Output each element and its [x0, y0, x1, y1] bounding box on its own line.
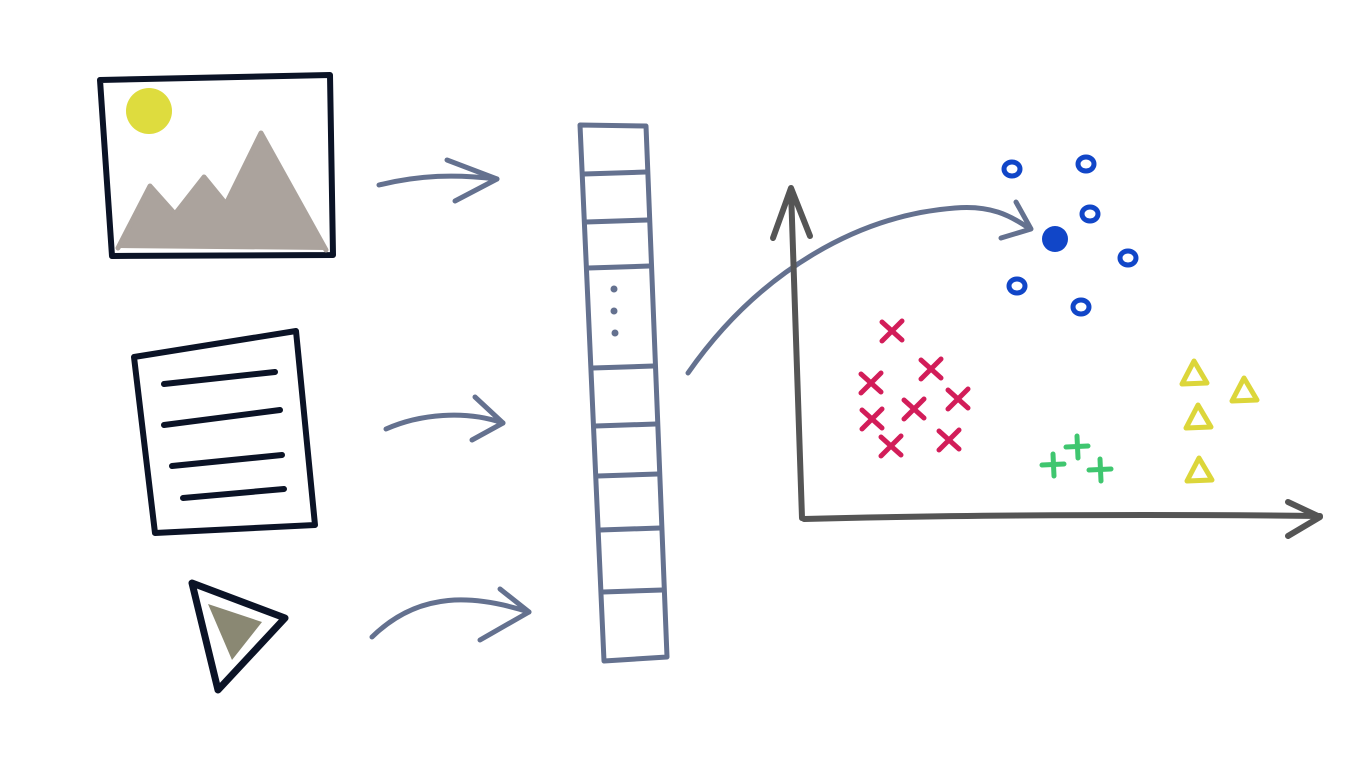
- triangle-marker: [1229, 375, 1260, 404]
- x-axis: [801, 512, 1323, 522]
- document-page: [131, 328, 318, 536]
- vector-cell-divider: [590, 363, 657, 371]
- triangle-marker: [1183, 402, 1214, 431]
- cross-marker: [901, 396, 927, 422]
- plus-marker: [1086, 456, 1114, 484]
- play-icon: [188, 579, 289, 694]
- document-icon: [131, 328, 318, 536]
- y-axis: [788, 187, 805, 521]
- triangle-marker: [1179, 358, 1210, 387]
- cross-cluster: [858, 318, 971, 459]
- cross-marker: [936, 427, 962, 453]
- cross-marker: [918, 356, 944, 382]
- vector-cell-divider: [585, 263, 653, 271]
- plus-cluster: [1039, 433, 1114, 484]
- play-triangle: [188, 579, 289, 694]
- input-arrows: [369, 157, 532, 643]
- clip-fill: [208, 604, 262, 660]
- embedding-vector: [577, 122, 670, 664]
- projection-arrow: [685, 199, 1034, 376]
- vector-cell-divider: [600, 587, 665, 595]
- cross-marker: [859, 406, 885, 432]
- cross-marker: [879, 318, 905, 344]
- circle-cluster: [1001, 154, 1139, 317]
- projection-curve: [685, 204, 1033, 376]
- vector-outline: [577, 122, 670, 664]
- image-icon: [97, 72, 336, 259]
- text-line: [161, 407, 283, 428]
- arrow-icon: [383, 394, 506, 443]
- vector-cell-divider: [581, 169, 649, 177]
- cross-marker: [945, 386, 971, 412]
- vector-cell-divider: [595, 471, 661, 479]
- vector-cell-divider: [597, 525, 663, 533]
- text-line: [169, 452, 285, 469]
- vector-cell-divider: [592, 421, 659, 429]
- arrow-icon: [376, 157, 500, 204]
- circle-marker: [1001, 159, 1023, 179]
- vector-cell-divider: [583, 217, 651, 225]
- x-axis-arrowhead: [1285, 499, 1323, 539]
- image-frame: [97, 72, 336, 259]
- triangle-cluster: [1179, 358, 1260, 484]
- triangle-marker: [1184, 455, 1215, 484]
- ellipsis-icon: [610, 285, 619, 337]
- cluster-center-marker: [1042, 226, 1068, 252]
- circle-marker: [1070, 297, 1092, 317]
- cross-marker: [858, 370, 884, 396]
- cross-marker: [878, 433, 904, 459]
- circle-marker: [1075, 154, 1097, 174]
- text-line: [161, 369, 278, 387]
- y-axis-arrowhead: [770, 185, 813, 241]
- circle-marker: [1079, 204, 1101, 224]
- plus-marker: [1063, 433, 1091, 461]
- sun-icon: [126, 88, 172, 134]
- circle-marker: [1006, 276, 1028, 296]
- vector-cells: [581, 169, 665, 595]
- circle-marker: [1117, 248, 1139, 268]
- mountain-icon: [118, 133, 326, 250]
- arrow-icon: [998, 199, 1034, 241]
- text-line: [180, 486, 287, 501]
- plus-marker: [1039, 451, 1067, 479]
- arrow-icon: [369, 586, 532, 643]
- axes: [770, 185, 1323, 539]
